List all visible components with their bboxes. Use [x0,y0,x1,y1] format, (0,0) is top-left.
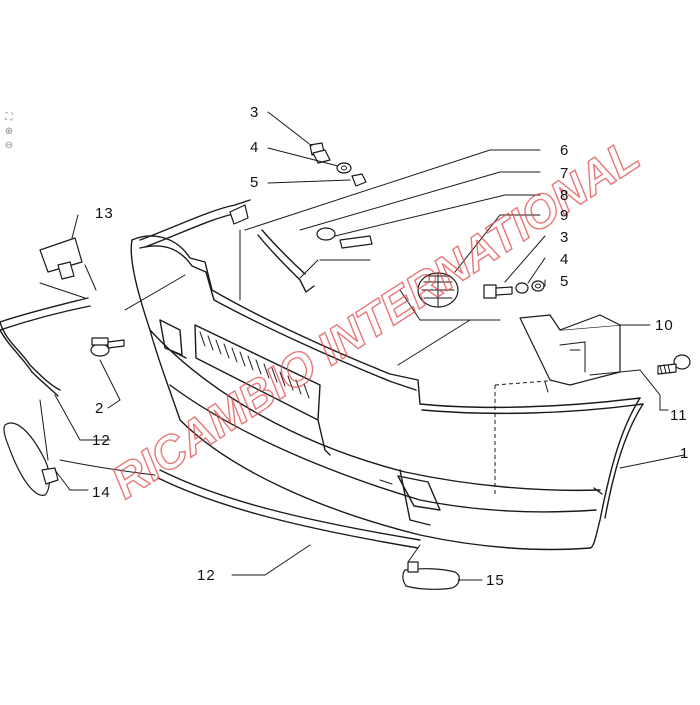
callout-9: 9 [560,207,569,224]
leader-5a [267,179,351,184]
zoom-in-icon[interactable]: ⊕ [4,126,14,137]
leader-9 [454,214,541,273]
leader-9c [397,319,471,366]
callout-5-top: 5 [250,174,259,191]
callout-7: 7 [560,165,569,182]
leader-3b [504,235,546,283]
fastener-stack-top [309,142,367,187]
trim-strip-left [0,264,97,397]
leader-1 [619,454,685,469]
part-15-end-cap [402,544,460,590]
leader-12b [231,544,311,576]
watermark: RICAMBIO INTERNATIONAL [102,128,648,508]
part-13-clip [39,214,83,280]
callout-8: 8 [560,187,569,204]
leader-12a [54,394,111,441]
fastener-stack-right [483,280,545,299]
leader-4b [527,257,546,284]
callout-10: 10 [655,317,674,334]
bumper-cover [130,235,644,551]
part-10-bracket [519,314,621,393]
part-9-grommet [417,272,459,308]
callout-4-top: 4 [250,139,259,156]
leader-3a [267,111,313,147]
callout-15: 15 [486,572,505,589]
callout-12-bottom: 12 [197,567,216,584]
callout-1: 1 [680,445,689,462]
callout-labels: 3 4 5 6 7 8 9 3 4 5 10 11 1 13 2 12 14 1… [92,104,689,589]
callout-5-right: 5 [560,273,569,290]
callout-3-right: 3 [560,229,569,246]
callout-13: 13 [95,205,114,222]
leader-8 [334,194,541,237]
leader-2 [99,359,121,409]
callout-4-right: 4 [560,251,569,268]
leader-14 [54,469,89,491]
leader-9b [399,289,501,321]
leader-11 [639,369,669,411]
callout-14: 14 [92,484,111,501]
callout-6: 6 [560,142,569,159]
part-2-clip [90,337,125,357]
trim-strip-lower [59,459,421,549]
leader-7 [299,171,541,231]
callout-3-top: 3 [250,104,259,121]
mount-bracket-arm [257,227,373,293]
part-5-upper-bracket [124,199,251,311]
callout-11: 11 [670,407,688,424]
zoom-out-icon[interactable]: ⊖ [4,140,14,151]
fit-page-icon[interactable]: ⛶ [5,112,13,123]
leader-6 [244,149,541,231]
callout-2: 2 [95,400,104,417]
leader-4a [267,147,339,167]
callout-12-left: 12 [92,432,111,449]
part-11-screw [657,354,691,375]
leader-11b [589,369,641,376]
part-14-end-cap [3,399,59,496]
